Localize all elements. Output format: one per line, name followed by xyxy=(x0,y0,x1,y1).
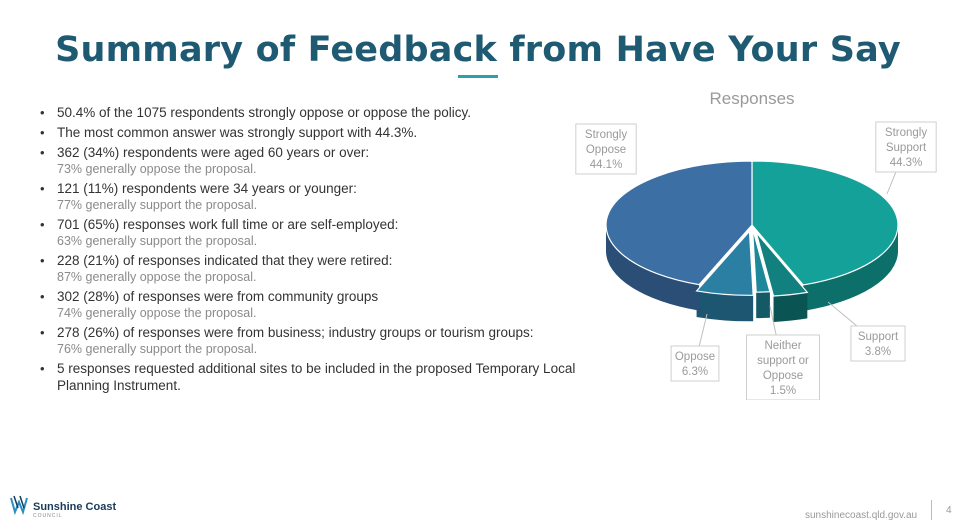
data-label-box xyxy=(670,345,720,382)
bullet-text: 701 (65%) responses work full time or ar… xyxy=(57,217,399,232)
bullet-item: 362 (34%) respondents were aged 60 years… xyxy=(40,144,600,177)
data-label-value: 6.3% xyxy=(682,366,708,378)
bullet-item: 302 (28%) of responses were from communi… xyxy=(40,288,600,321)
logo-text: Sunshine Coast xyxy=(33,501,117,513)
feedback-bullet-list: 50.4% of the 1075 respondents strongly o… xyxy=(40,104,600,397)
data-label-category: Oppose xyxy=(586,144,626,156)
data-label-box xyxy=(850,325,906,362)
data-label-value: 3.8% xyxy=(865,346,891,358)
chart-title: Responses xyxy=(709,89,794,108)
pie-slice xyxy=(695,229,754,296)
page-number: 4 xyxy=(946,505,952,516)
data-label-box xyxy=(875,121,937,173)
data-label-box xyxy=(575,123,637,175)
data-label-category: Strongly xyxy=(585,129,627,141)
bullet-text: 278 (26%) of responses were from busines… xyxy=(57,325,534,340)
pie-slices xyxy=(605,160,899,297)
data-label-category: Support xyxy=(886,142,927,154)
data-label-value: 1.5% xyxy=(770,385,796,397)
pie-slice-side xyxy=(803,225,898,311)
bullet-text: 362 (34%) respondents were aged 60 years… xyxy=(57,145,370,160)
data-label-category: Strongly xyxy=(885,127,927,139)
pie-slice xyxy=(755,232,809,297)
bullet-text: 302 (28%) of responses were from communi… xyxy=(57,289,379,304)
bullet-subtext: 73% generally oppose the proposal. xyxy=(57,162,257,176)
data-label-category: support or xyxy=(757,355,809,367)
data-label-value: 44.3% xyxy=(890,157,923,169)
data-label-category: Oppose xyxy=(763,370,803,382)
pie-slice-side xyxy=(773,292,808,323)
pie-side-walls xyxy=(606,225,898,323)
bullet-item: 121 (11%) respondents were 34 years or y… xyxy=(40,180,600,213)
bullet-item: 701 (65%) responses work full time or ar… xyxy=(40,216,600,249)
data-label-value: 44.1% xyxy=(590,159,623,171)
pie-slice xyxy=(751,160,899,286)
bullet-text: 228 (21%) of responses indicated that th… xyxy=(57,253,393,268)
bullet-text: 121 (11%) respondents were 34 years or y… xyxy=(57,181,357,196)
bullet-item: 5 responses requested additional sites t… xyxy=(40,360,600,394)
data-label-category: Support xyxy=(858,331,899,343)
bullet-item: 50.4% of the 1075 respondents strongly o… xyxy=(40,104,600,121)
pie-slice xyxy=(605,160,753,286)
slide-title: Summary of Feedback from Have Your Say xyxy=(55,30,901,70)
bullet-item: The most common answer was strongly supp… xyxy=(40,124,600,141)
pie-slice xyxy=(751,228,771,293)
footer-url: sunshinecoast.qld.gov.au xyxy=(805,510,918,521)
bullet-subtext: 63% generally support the proposal. xyxy=(57,234,258,248)
title-accent-line xyxy=(458,75,498,78)
bullet-text: The most common answer was strongly supp… xyxy=(57,125,418,140)
bullet-subtext: 74% generally oppose the proposal. xyxy=(57,306,257,320)
sunshine-coast-logo-icon xyxy=(10,495,28,516)
bullet-item: 278 (26%) of responses were from busines… xyxy=(40,324,600,357)
data-label-box xyxy=(746,334,820,400)
bullet-subtext: 76% generally support the proposal. xyxy=(57,342,258,356)
pie-slice-side xyxy=(696,290,754,322)
footer-divider xyxy=(931,500,932,520)
bullet-subtext: 77% generally support the proposal. xyxy=(57,198,258,212)
bullet-item: 228 (21%) of responses indicated that th… xyxy=(40,252,600,285)
data-label-category: Oppose xyxy=(675,351,715,363)
bullet-text: 5 responses requested additional sites t… xyxy=(57,361,576,393)
pie-slice-side xyxy=(606,225,700,311)
pie-slice-side xyxy=(756,291,770,319)
bullet-text: 50.4% of the 1075 respondents strongly o… xyxy=(57,105,472,120)
logo-subtext: COUNCIL xyxy=(33,513,63,519)
data-label-category: Neither xyxy=(764,340,801,352)
bullet-subtext: 87% generally oppose the proposal. xyxy=(57,270,257,284)
